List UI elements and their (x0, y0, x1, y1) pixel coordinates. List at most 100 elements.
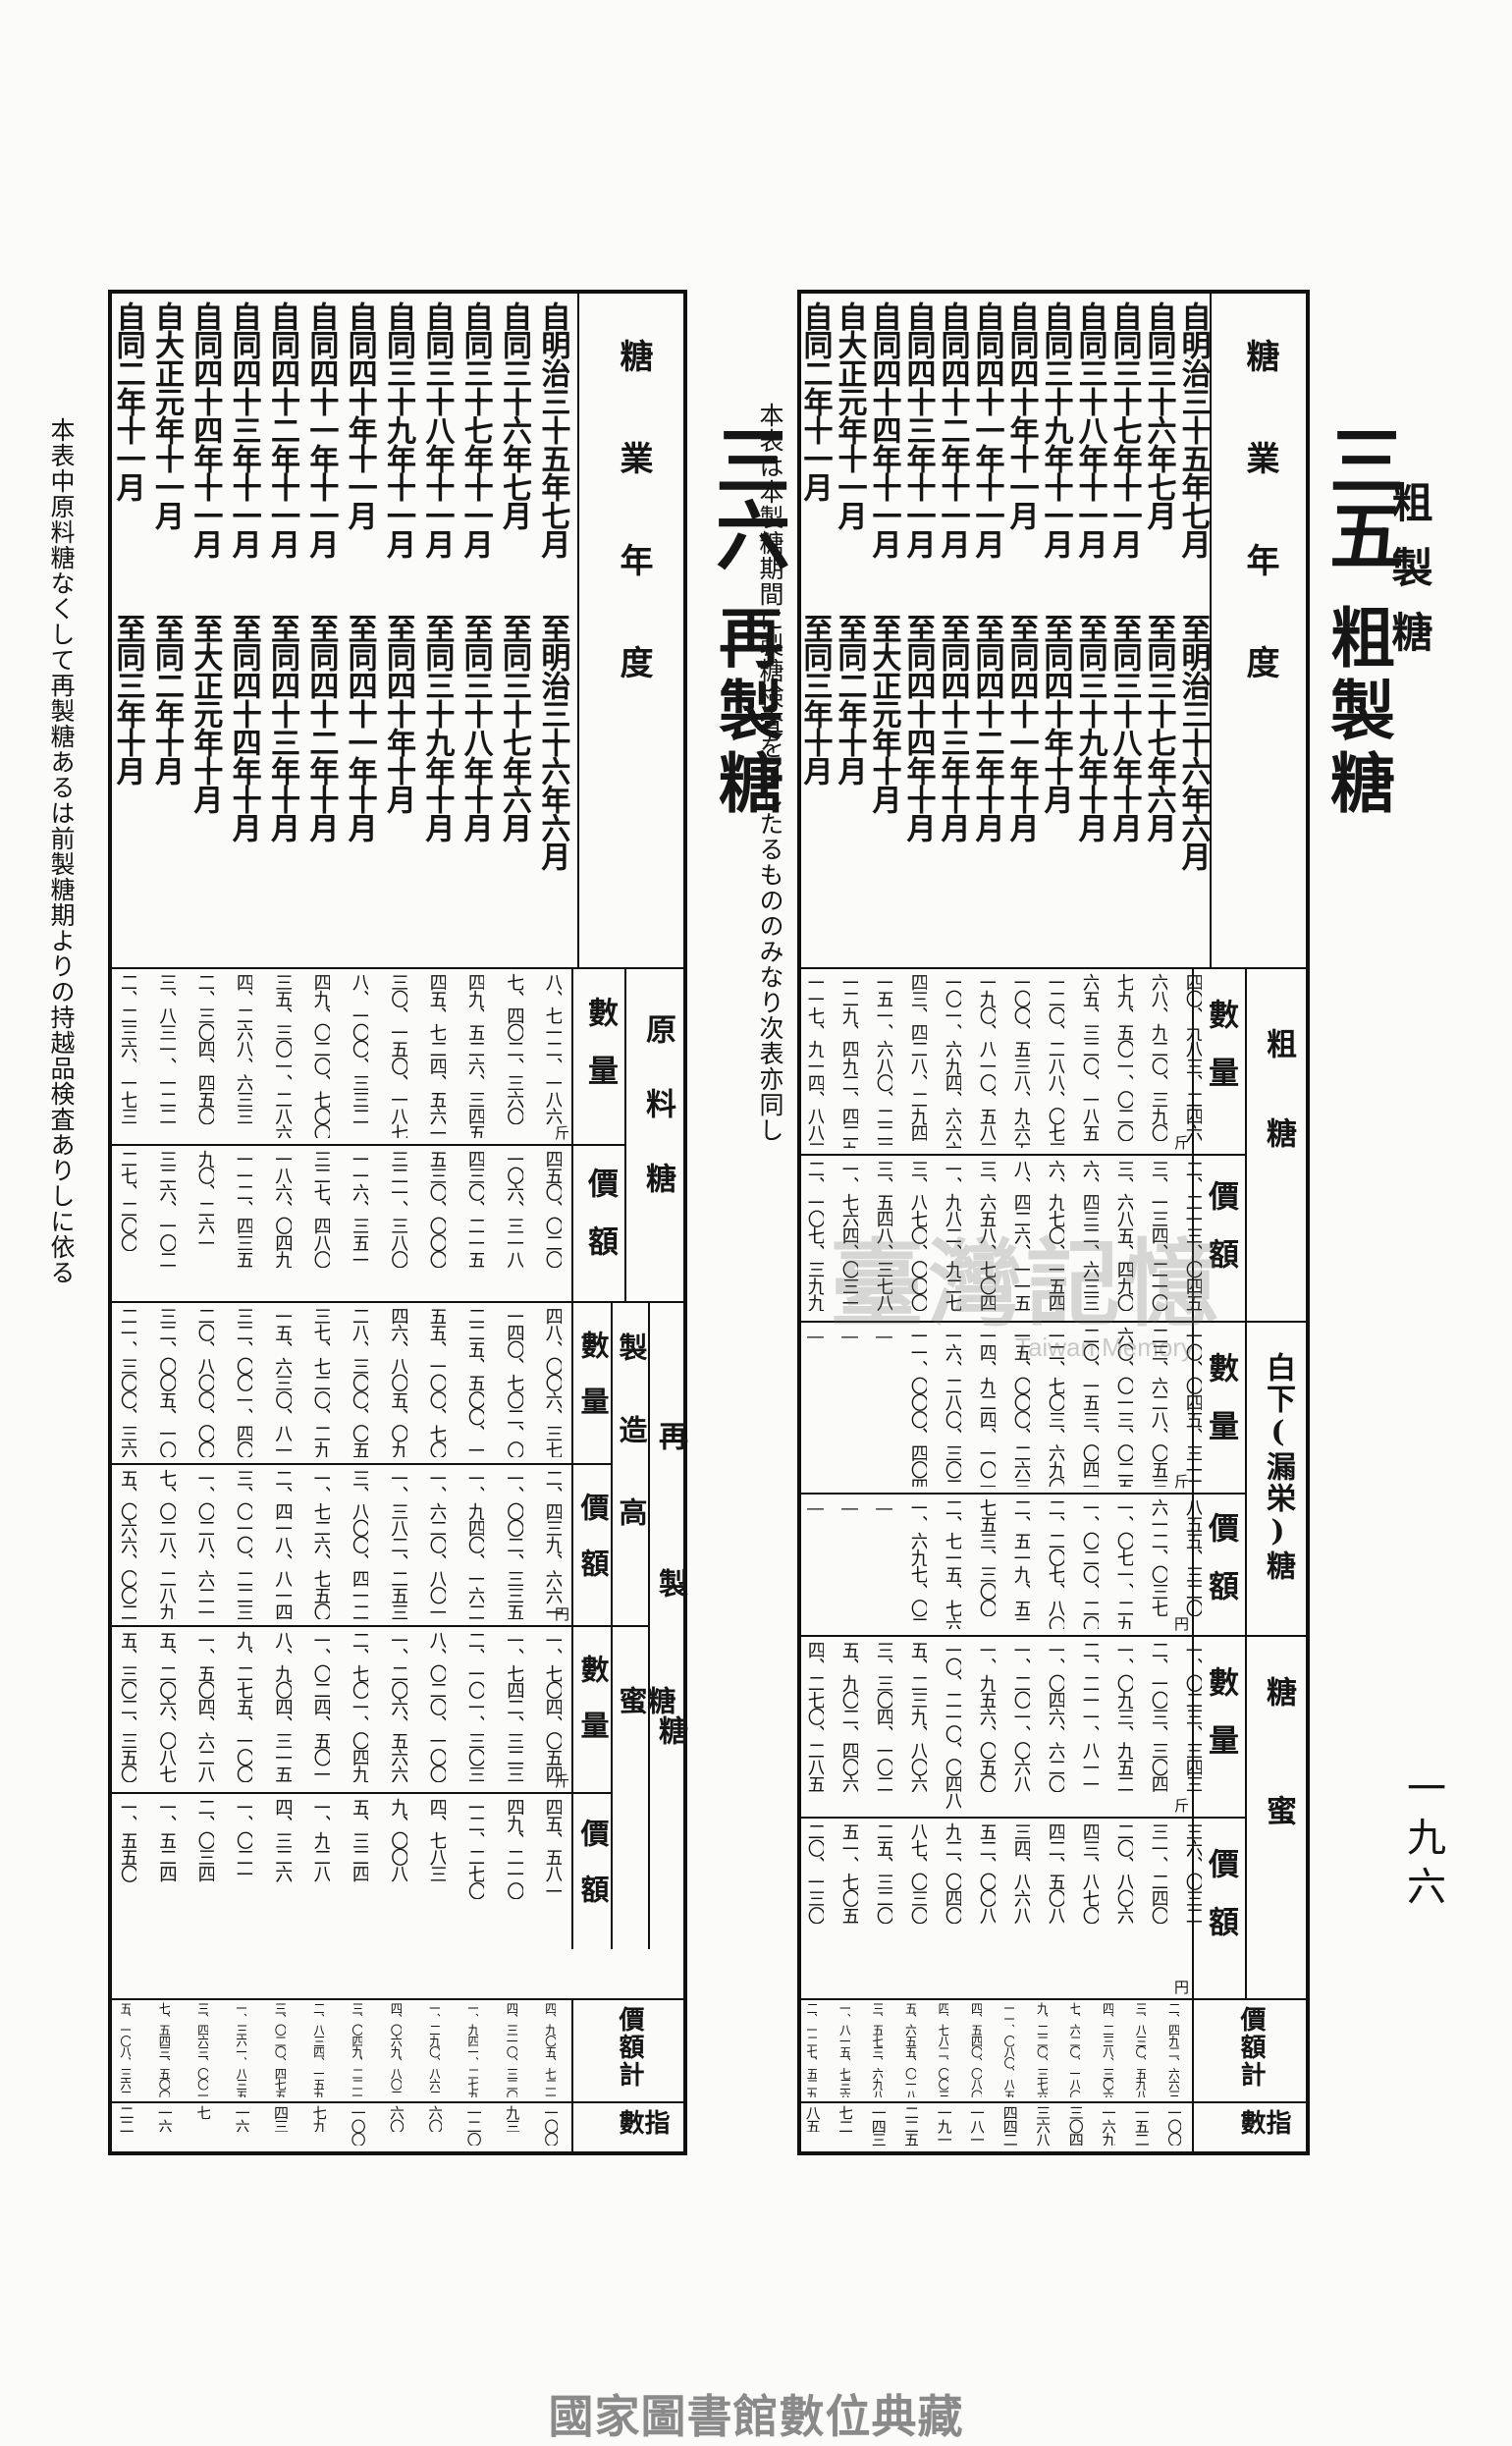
table-cell: 三、〇二〇、四七五 (273, 2002, 286, 2097)
table35-molasses-header: 糖蜜 (1245, 1635, 1310, 1998)
table35-note: 本表は本製糖期間に製糖検査を了したるもののみなり次表亦同し (756, 403, 784, 1143)
year-label: 至同三十九年十月 (1072, 614, 1107, 842)
table-cell: 四三、八七〇 (1080, 1822, 1100, 1924)
table-cell: 一〇〇 (1166, 2105, 1182, 2146)
table-cell: 一二九、四九二、四二九 (839, 973, 859, 1148)
table-cell: 三五、三〇一、二八六 (273, 973, 292, 1138)
table-cell: 四九、二一〇 (505, 1798, 523, 1899)
table-cell: 七五三、三〇〇 (977, 1498, 997, 1616)
table-cell: 二一、三〇〇、三六九 (118, 1307, 137, 1457)
table-cell: 九〇、二六一 (195, 1150, 214, 1251)
year-label: 自大正元年十一月 (832, 301, 867, 529)
table-cell: 三〇四 (1067, 2105, 1083, 2146)
table-cell: 三二七、四八〇 (311, 1150, 330, 1268)
table35-mol-val-area (797, 1817, 1192, 1998)
table-cell: 四三 (273, 2105, 288, 2133)
table-cell: 一、九四〇、一六二 (465, 1469, 485, 1619)
table-cell: 四四二 (1001, 2105, 1017, 2146)
table-cell: 三二、〇〇一、四〇〇 (234, 1307, 253, 1457)
table36-molasses-header: 糖蜜 (611, 1625, 676, 1949)
table-cell: 六一二、〇三七 (1149, 1498, 1168, 1616)
table36-title: 再製糖 (708, 604, 784, 822)
year-label: 至同三十七年六月 (497, 614, 531, 842)
table-cell: 五二、〇〇八 (977, 1822, 997, 1924)
table-cell: 一六九 (1101, 2105, 1116, 2146)
table35-mol-qty-header: 數量 (1192, 1635, 1245, 1817)
table-cell: 一、二〇六、五六六 (389, 1631, 407, 1782)
table-cell: 一、二九〇、八六二 (427, 2002, 440, 2097)
unit-label: 斤 (555, 1124, 570, 1142)
year-label: 自同四十三年十一月 (226, 301, 261, 558)
table-cell: 六五、三二〇、一八五 (1080, 973, 1100, 1142)
table-cell: 七 (195, 2105, 211, 2119)
table-cell: 三〇、一五〇、一八七 (389, 973, 407, 1138)
table-cell: 一五、六三〇、八一〇 (273, 1307, 292, 1457)
table-cell: 四、三二六 (273, 1798, 292, 1882)
year-label: 自同四十年十一月 (1003, 301, 1039, 529)
table-cell: 一、三八二、二五三 (389, 1469, 407, 1619)
year-label: 至同四十二年十月 (969, 614, 1004, 842)
table-cell: 一、〇二八、六二一 (195, 1469, 214, 1619)
table-cell: 四、七八二、〇〇三 (936, 2002, 949, 2097)
table-cell: 五、二〇六、〇八七 (157, 1631, 176, 1782)
year-label: 至同四十二年十月 (303, 614, 339, 842)
page-number: 一九六 (1400, 1767, 1445, 1915)
table-cell: 四二、五〇八 (1046, 1822, 1065, 1924)
table35-white-qty-area (797, 1321, 1192, 1493)
table-cell: 三、四六三、〇〇一 (195, 2002, 208, 2097)
table-cell: 一一、〇八〇、八五五 (1001, 2002, 1015, 2097)
table-cell: 一、七〇四、〇五四 (543, 1631, 562, 1782)
year-label: 自同四十四年十一月 (866, 301, 901, 558)
year-label: 自同二年十一月 (797, 301, 833, 501)
table-cell: — (805, 1498, 825, 1518)
table-cell: 一四、九二四、一〇一 (977, 1327, 997, 1487)
table35-white-header: 白下(漏栄)糖 (1245, 1321, 1310, 1635)
table36-year-header: 糖業年度 (577, 290, 687, 967)
table-cell: 七、五四三、五〇〇 (157, 2002, 170, 2097)
table-cell: 三、三〇四、一〇二 (874, 1641, 893, 1792)
year-label: 至同三年十月 (110, 614, 145, 785)
year-label: 至同二年十月 (149, 614, 184, 785)
table36-index-header: 指數 (571, 2101, 687, 2155)
table-cell: — (874, 1498, 893, 1518)
table-cell: 一五二 (1133, 2105, 1149, 2146)
table35-crude-val-area (797, 1154, 1192, 1321)
table-cell: 一六 (234, 2105, 249, 2133)
table-cell: 七九、五〇一、〇二〇 (1114, 973, 1134, 1142)
table-cell: 四五、五八一 (543, 1798, 562, 1899)
table-cell: 八七、〇三〇 (908, 1822, 928, 1924)
table36: 糖業年度 原料糖 數量 價額 再製糖 製造高 數量 價額 糖蜜 數量 (108, 290, 687, 2155)
table-cell: 四、二七〇、二八五 (805, 1641, 825, 1792)
table-cell: 二、五一九、五二五 (1011, 1498, 1031, 1629)
table36-mol-val-area (108, 1792, 571, 1949)
year-label: 自大正元年十一月 (149, 301, 184, 529)
table-cell: 二〇、一三〇 (805, 1822, 825, 1924)
table35-total-label: 價額計 (1236, 2006, 1266, 2089)
table-cell: 二二 (118, 2105, 134, 2133)
table-cell: 一一七、九一四、八八三 (805, 973, 825, 1148)
table36-pr-qty-header: 數量 (571, 1301, 611, 1463)
table-cell: 二、一二七、五二九 (804, 2002, 818, 2097)
table-cell: 一二、七〇三、六九〇 (1046, 1327, 1065, 1487)
table36-total-area (108, 1998, 571, 2101)
table-cell: 七九 (311, 2105, 327, 2133)
table35-total-header: 價額計 (1192, 1998, 1310, 2101)
table-cell: 五、三〇二、三五〇 (118, 1631, 137, 1782)
library-footer: 國家圖書館數位典藏 (548, 2390, 964, 2443)
table-cell: 三二、〇〇五、一〇二 (157, 1307, 176, 1457)
unit-label: 斤 (555, 1772, 570, 1790)
table-cell: 二五、三二〇 (874, 1822, 893, 1924)
table36-pr-qty-area (108, 1301, 571, 1463)
table-cell: 二、八三四、一五九 (311, 2002, 324, 2097)
table-cell: 六〇 (389, 2105, 404, 2133)
table-cell: 二〇、八〇〇、〇〇四 (195, 1307, 214, 1457)
table-cell: 二、四三九、六六一 (543, 1469, 562, 1619)
table-cell: 九、〇〇八 (389, 1798, 407, 1882)
table-cell: 一、〇九三、九五二 (1114, 1641, 1134, 1792)
table-cell: 一〇、二一〇、〇四八 (943, 1641, 962, 1810)
table-cell: 三、八〇〇、四一二 (350, 1469, 369, 1619)
table36-raw-header: 原料糖 (624, 967, 687, 1301)
table-cell: 六八、九二〇、三九〇 (1149, 973, 1168, 1142)
table-cell: 二、三〇四、四五〇 (195, 973, 214, 1124)
